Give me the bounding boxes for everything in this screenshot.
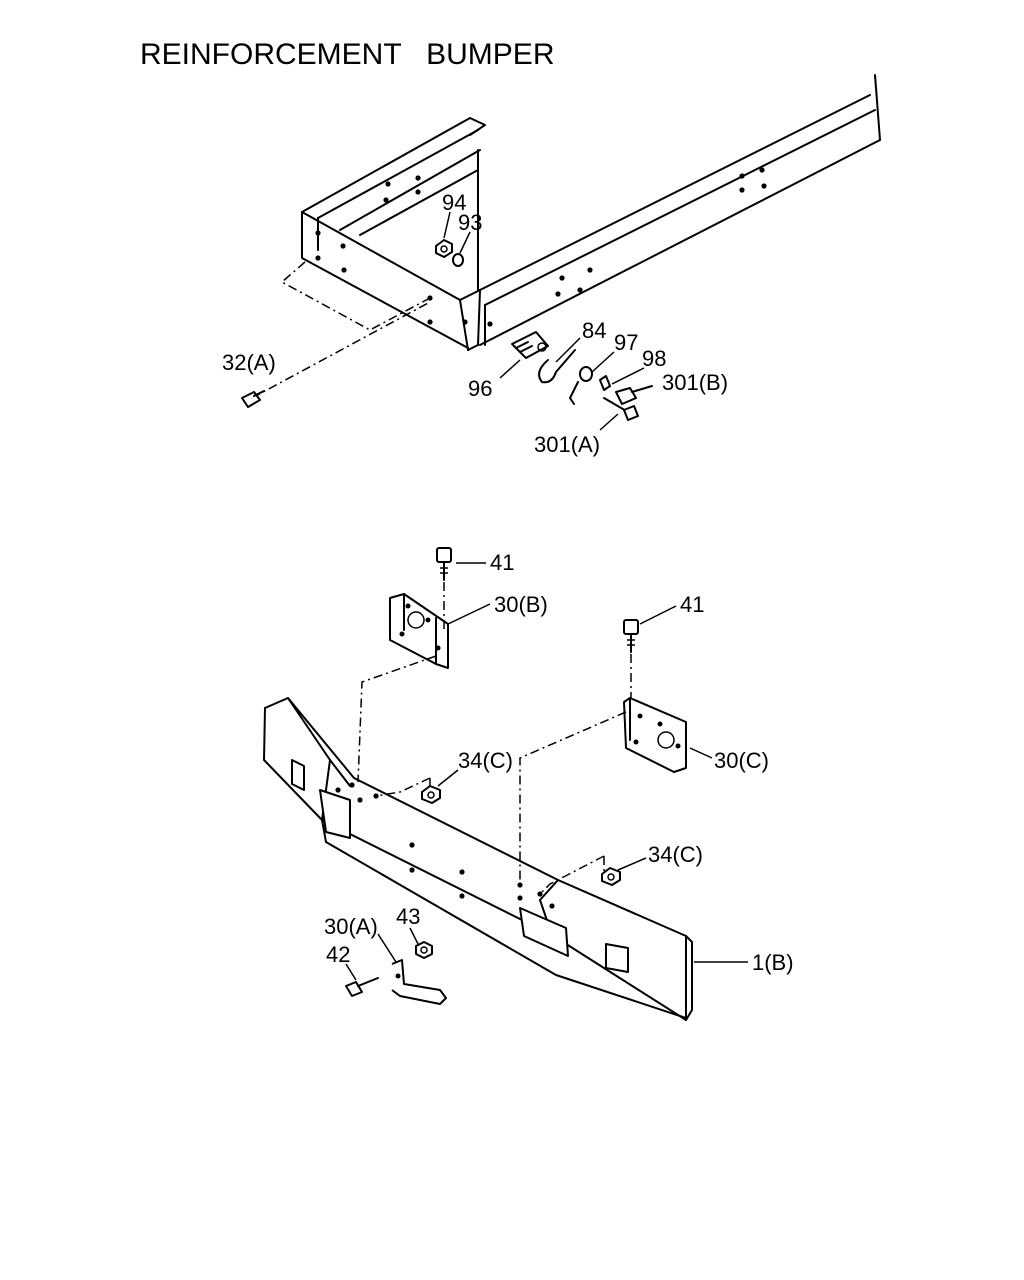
callout-96: 96 [468, 376, 492, 401]
callout-34c-right: 34(C) [648, 842, 703, 867]
nut-43 [409, 927, 433, 959]
callout-32a: 32(A) [222, 350, 276, 375]
callout-94: 94 [442, 190, 466, 215]
callout-41-left: 41 [490, 550, 514, 575]
bracket-30a [377, 933, 447, 1005]
callout-93: 93 [458, 210, 482, 235]
clip-98 [599, 367, 645, 391]
bumper-1b [263, 697, 693, 1021]
bolt-41-left [436, 547, 486, 630]
callout-41-right: 41 [680, 592, 704, 617]
nut-34c-right [601, 857, 647, 886]
callout-1b: 1(B) [752, 950, 794, 975]
diagram-title: REINFORCEMENT BUMPER [140, 38, 555, 71]
callout-97: 97 [614, 330, 638, 355]
callout-301a: 301(A) [534, 432, 600, 457]
callout-98: 98 [642, 346, 666, 371]
assembly-centerlines [357, 655, 627, 895]
bolt-301b [615, 385, 653, 405]
nut-34c-left [421, 769, 459, 804]
frame-rail [301, 74, 881, 351]
callout-30a: 30(A) [324, 914, 378, 939]
callout-42: 42 [326, 942, 350, 967]
reinforcement-plate-outline [251, 261, 431, 399]
tow-hook-84 [538, 337, 581, 384]
bolt-301a [599, 397, 639, 431]
bolt-42 [345, 963, 379, 997]
washer-93 [452, 253, 464, 267]
nut-94 [435, 239, 453, 258]
callout-84: 84 [582, 318, 606, 343]
callout-30b: 30(B) [494, 592, 548, 617]
bracket-30b [389, 593, 449, 669]
callout-301b: 301(B) [662, 370, 728, 395]
callout-34c-left: 34(C) [458, 748, 513, 773]
callout-43: 43 [396, 904, 420, 929]
pin-97 [569, 351, 615, 405]
bolt-41-right [623, 605, 677, 700]
bolt-32a [241, 390, 265, 408]
leader-30b [447, 603, 491, 625]
bracket-30c [623, 697, 713, 773]
tow-bracket-96 [511, 331, 549, 359]
callout-30c: 30(C) [714, 748, 769, 773]
